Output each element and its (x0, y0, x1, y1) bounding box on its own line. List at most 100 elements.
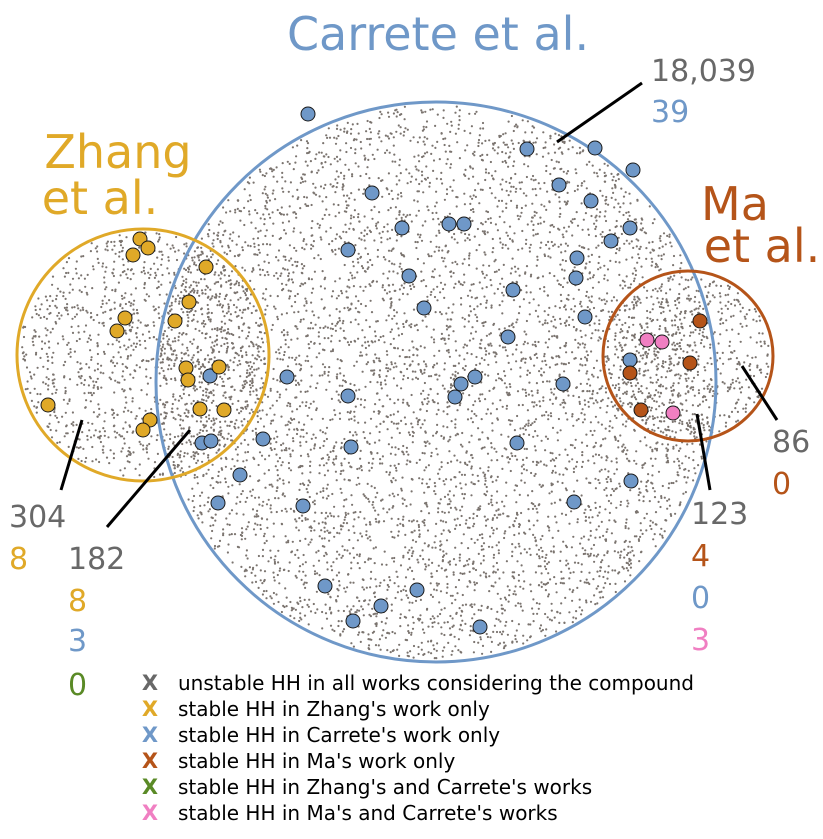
unstable-dot (549, 137, 552, 140)
unstable-dot (381, 455, 384, 458)
unstable-dot (290, 550, 294, 553)
unstable-dot (571, 221, 574, 224)
unstable-dot (519, 605, 523, 608)
unstable-dot (293, 428, 296, 431)
unstable-dot (341, 554, 344, 558)
unstable-dot (391, 492, 394, 495)
unstable-dot (484, 171, 488, 174)
unstable-dot (473, 541, 476, 544)
unstable-dot (484, 233, 487, 236)
unstable-dot (352, 434, 355, 437)
unstable-dot (610, 310, 614, 313)
unstable-dot (435, 413, 438, 416)
unstable-dot (340, 446, 343, 449)
unstable-dot (392, 247, 395, 250)
unstable-dot (698, 301, 701, 304)
unstable-dot (270, 511, 273, 514)
unstable-dot (641, 466, 644, 469)
unstable-dot (222, 534, 225, 537)
unstable-dot (556, 279, 559, 282)
unstable-dot (302, 283, 305, 286)
unstable-dot (181, 432, 184, 435)
unstable-dot (698, 329, 702, 332)
unstable-dot (295, 383, 298, 387)
unstable-dot (407, 631, 411, 635)
unstable-dot (604, 468, 607, 471)
unstable-dot (256, 253, 259, 256)
unstable-dot (311, 327, 315, 330)
unstable-dot (300, 364, 303, 367)
unstable-dot (212, 245, 215, 248)
unstable-dot (593, 171, 596, 174)
unstable-dot (524, 131, 527, 134)
unstable-dot (272, 591, 275, 595)
unstable-dot (386, 135, 389, 138)
unstable-dot (439, 291, 442, 294)
unstable-dot (339, 327, 342, 330)
unstable-dot (529, 356, 532, 359)
unstable-dot (472, 482, 475, 485)
unstable-dot (641, 227, 645, 230)
unstable-dot (263, 274, 266, 277)
unstable-dot (651, 248, 654, 251)
unstable-dot (634, 218, 637, 221)
unstable-dot (686, 443, 689, 446)
unstable-dot (443, 283, 447, 286)
unstable-dot (209, 484, 212, 487)
unstable-dot (404, 423, 407, 426)
unstable-dot (254, 580, 258, 584)
unstable-dot (554, 193, 557, 196)
unstable-dot (695, 289, 698, 292)
unstable-dot (375, 357, 378, 360)
unstable-dot (585, 599, 588, 602)
unstable-dot (350, 128, 353, 131)
unstable-dot (258, 503, 261, 506)
unstable-dot (468, 570, 471, 574)
unstable-dot (602, 329, 605, 333)
unstable-dot (365, 533, 368, 537)
unstable-dot (381, 498, 384, 501)
unstable-dot (320, 238, 323, 241)
unstable-dot (591, 276, 595, 279)
unstable-dot (495, 270, 498, 273)
unstable-dot (454, 546, 457, 549)
unstable-dot (444, 245, 447, 248)
unstable-dot (345, 142, 348, 145)
unstable-dot (348, 479, 351, 482)
unstable-dot (236, 496, 239, 499)
unstable-dot (400, 487, 403, 490)
unstable-dot (272, 377, 275, 380)
unstable-dot (191, 256, 194, 259)
unstable-dot (321, 166, 324, 169)
unstable-dot (398, 355, 401, 358)
unstable-dot (380, 236, 383, 239)
unstable-dot (526, 369, 529, 372)
unstable-dot (500, 604, 503, 607)
unstable-dot (435, 362, 439, 365)
unstable-dot (343, 127, 346, 130)
unstable-dot (230, 270, 234, 273)
unstable-dot (675, 444, 678, 447)
unstable-dot (297, 196, 300, 199)
unstable-dot (693, 413, 696, 416)
unstable-dot (668, 309, 672, 312)
unstable-dot (392, 649, 395, 652)
unstable-dot (581, 342, 584, 345)
unstable-dot (695, 351, 698, 354)
unstable-dot (599, 233, 602, 236)
unstable-dot (629, 562, 633, 565)
unstable-dot (510, 176, 513, 180)
unstable-dot (588, 481, 591, 484)
unstable-dot (196, 360, 199, 363)
unstable-dot (335, 155, 339, 158)
unstable-dot (369, 137, 372, 140)
unstable-dot (493, 270, 496, 274)
unstable-dot (314, 193, 318, 196)
unstable-dot (432, 159, 436, 162)
unstable-dot (351, 173, 354, 176)
unstable-dot (306, 518, 309, 521)
unstable-dot (551, 469, 555, 472)
unstable-dot (304, 160, 307, 163)
unstable-dot (607, 499, 611, 503)
unstable-dot (501, 467, 504, 470)
